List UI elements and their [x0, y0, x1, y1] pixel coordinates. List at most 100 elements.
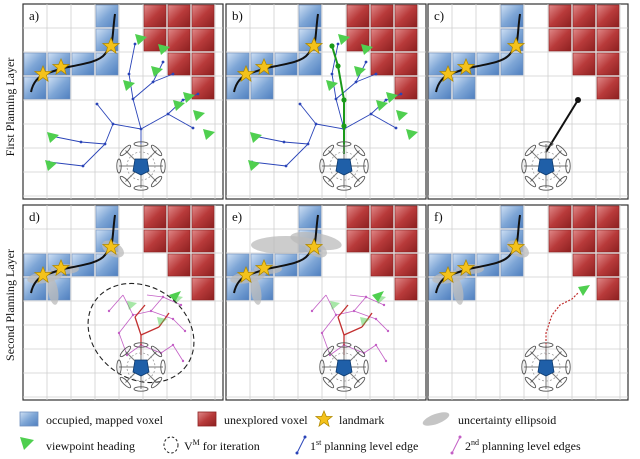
planning-edge-1st — [112, 123, 142, 130]
planning-edge-1st — [343, 113, 372, 130]
viewpoint-heading-icon — [396, 110, 408, 121]
legend-unexplored-swatch — [197, 411, 217, 427]
planning-edge-1st — [132, 81, 154, 100]
viewpoint-heading-icon — [406, 129, 418, 140]
viewpoint-heading-icon — [203, 129, 215, 140]
planning-edge-2nd — [335, 310, 355, 316]
viewpoint-heading-icon — [386, 92, 398, 103]
viewpoint-heading-icon — [372, 291, 384, 302]
planning-edge-1st — [355, 73, 377, 83]
occupied-voxel — [500, 52, 524, 76]
panels-group: a)b)c)d)e)f) — [22, 3, 629, 401]
legend-ellipsoid: uncertainty ellipsoid — [458, 413, 556, 427]
viewpoint-heading-icon — [157, 317, 167, 326]
planning-edge-2nd — [363, 344, 377, 354]
planning-edge-1st — [299, 103, 317, 125]
legend-edge2: 2nd planning level edges — [465, 438, 581, 453]
planning-edge-2nd — [353, 296, 367, 312]
unexplored-voxel — [143, 4, 167, 28]
unexplored-voxel — [572, 28, 596, 52]
unexplored-voxel — [394, 205, 418, 229]
viewpoint-heading-icon — [151, 66, 163, 77]
occupied-voxel — [452, 76, 476, 100]
robot-trajectory — [435, 214, 521, 294]
planning-edge-2nd — [146, 294, 164, 298]
uncertainty-ellipsoid — [452, 277, 464, 305]
viewpoint-heading-icon — [135, 34, 147, 45]
legend-unexplored: unexplored voxel — [224, 413, 308, 427]
robot-icon — [116, 342, 166, 392]
legend-occupied: occupied, mapped voxel — [46, 413, 164, 427]
candidate-edge — [337, 316, 345, 336]
viewpoint-heading-icon — [326, 80, 338, 91]
goal-node — [575, 97, 581, 103]
planning-edge-2nd — [375, 344, 387, 362]
planning-edge-2nd — [150, 310, 174, 320]
viewpoint-heading-icon — [578, 285, 590, 296]
viewpoint-heading-icon — [354, 66, 366, 77]
panel-a: a) — [22, 3, 224, 200]
occupied-voxel — [500, 205, 524, 229]
planning-node — [171, 72, 175, 76]
planning-edge-2nd — [349, 294, 367, 298]
planning-edge-2nd — [132, 310, 152, 316]
viewpoint-heading-icon — [361, 44, 373, 55]
viewpoint-heading-icon — [158, 44, 170, 55]
panel-letter: f) — [434, 209, 443, 224]
unexplored-voxel — [370, 4, 394, 28]
robot-trajectory — [30, 13, 116, 93]
viewpoint-heading-icon — [45, 160, 57, 171]
legend-ellipsoid-swatch — [422, 412, 450, 426]
unexplored-voxel — [191, 4, 215, 28]
unexplored-voxel — [191, 28, 215, 52]
planning-edge-2nd — [321, 314, 337, 334]
panel-letter: e) — [232, 209, 242, 224]
panel-c: c) — [427, 3, 629, 200]
unexplored-voxel — [394, 76, 418, 100]
planning-edge-2nd — [365, 296, 385, 306]
unexplored-voxel — [394, 52, 418, 76]
selected-path — [337, 65, 345, 101]
planning-edge-1st — [370, 113, 397, 129]
unexplored-voxel — [394, 28, 418, 52]
unexplored-voxel — [394, 277, 418, 301]
row-label-first: First Planning Layer — [3, 58, 17, 157]
legend-edge2-icon — [458, 435, 462, 439]
unexplored-voxel — [346, 4, 370, 28]
unexplored-voxel — [370, 52, 394, 76]
occupied-voxel — [23, 52, 47, 76]
candidate-edge — [343, 326, 363, 336]
panel-f: f) — [427, 204, 629, 401]
legend-landmark: landmark — [339, 413, 384, 427]
unexplored-voxel — [548, 4, 572, 28]
planning-edge-1st — [285, 143, 309, 167]
unexplored-voxel — [548, 229, 572, 253]
occupied-voxel — [95, 253, 119, 277]
unexplored-voxel — [572, 229, 596, 253]
row-label-second: Second Planning Layer — [3, 249, 17, 361]
unexplored-voxel — [596, 205, 620, 229]
planning-edge-2nd — [150, 296, 164, 312]
unexplored-voxel — [167, 253, 191, 277]
occupied-voxel — [226, 52, 250, 76]
planning-edge-2nd — [343, 344, 365, 354]
occupied-voxel — [298, 205, 322, 229]
viewpoint-heading-icon — [47, 132, 59, 143]
occupied-voxel — [95, 52, 119, 76]
planning-edge-1st — [80, 141, 106, 145]
planning-edge-1st — [307, 123, 317, 145]
unexplored-voxel — [548, 28, 572, 52]
legend-viewpoint-icon — [20, 437, 34, 450]
candidate-edge — [134, 304, 146, 318]
viewpoint-heading-icon — [173, 100, 185, 111]
robot-trajectory — [233, 13, 319, 93]
occupied-voxel — [500, 253, 524, 277]
viewpoint-heading-icon — [127, 301, 137, 310]
executed-path — [545, 99, 579, 153]
planning-edge-2nd — [118, 314, 134, 334]
occupied-voxel — [47, 76, 71, 100]
planning-edge-2nd — [108, 294, 124, 312]
planning-edge-1st — [82, 143, 106, 167]
selected-node — [329, 43, 335, 49]
planning-edge-2nd — [160, 344, 174, 354]
